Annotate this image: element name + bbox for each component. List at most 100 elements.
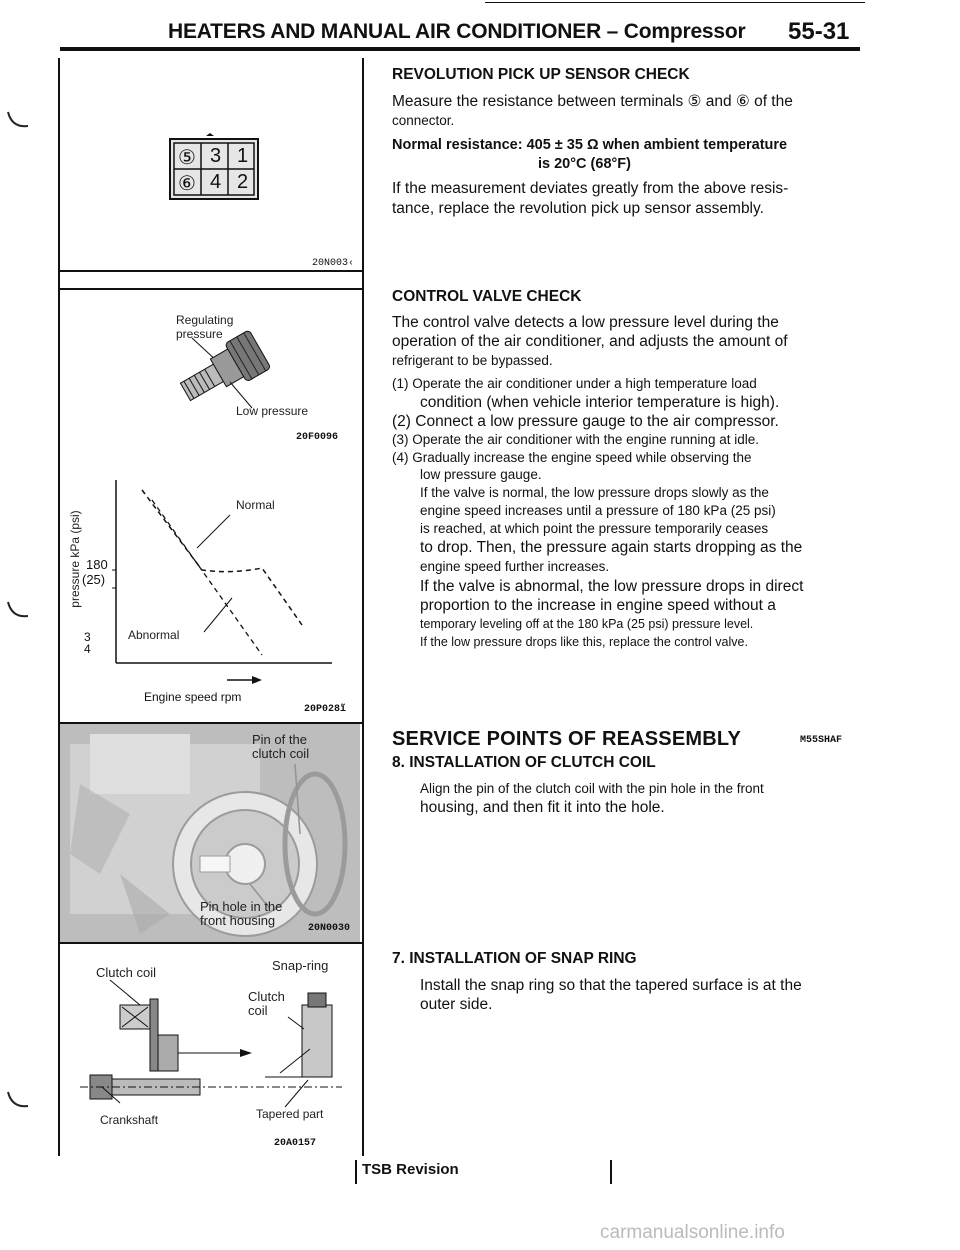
connector-figure: ⑤ 3 1 ⑥ 4 2 bbox=[168, 132, 260, 202]
leader-line bbox=[284, 1079, 309, 1108]
step-8-line-2: housing, and then fit it into the hole. bbox=[420, 799, 665, 816]
connector-pin-6: ⑥ bbox=[178, 173, 196, 195]
figure-code: 20P028ĩ bbox=[304, 704, 347, 715]
label-regulating-pressure: Regulating pressure bbox=[176, 313, 234, 341]
control-valve-abnormal-4: If the low pressure drops like this, rep… bbox=[420, 635, 748, 649]
connector-pin-3: 3 bbox=[210, 145, 222, 167]
figure-code: 20F0096 bbox=[296, 432, 339, 443]
figure-divider bbox=[58, 288, 362, 290]
figure-code: 20A0157 bbox=[274, 1138, 317, 1149]
control-valve-p2: operation of the air conditioner, and ad… bbox=[392, 333, 788, 350]
snap-ring-detail bbox=[307, 992, 327, 1008]
graph-label-abnormal: Abnormal bbox=[128, 628, 180, 642]
heading-control-valve-check: CONTROL VALVE CHECK bbox=[392, 288, 582, 305]
leader-line bbox=[279, 1048, 311, 1074]
clutch-coil-photo bbox=[60, 724, 360, 942]
pressure-vs-speed-graph bbox=[112, 480, 332, 684]
leader-line bbox=[287, 1016, 305, 1030]
figure-divider bbox=[58, 722, 362, 724]
rev-sensor-body-1: If the measurement deviates greatly from… bbox=[392, 180, 789, 197]
rev-sensor-spec-1: Normal resistance: 405 ± 35 Ω when ambie… bbox=[392, 137, 788, 153]
step-7-title: 7. INSTALLATION OF SNAP RING bbox=[392, 950, 637, 967]
graph-leader-normal bbox=[196, 514, 231, 549]
step-7-line-2: outer side. bbox=[420, 996, 493, 1013]
control-valve-normal-2: engine speed increases until a pressure … bbox=[420, 503, 776, 518]
arrow-right-icon bbox=[240, 1049, 252, 1057]
heading-service-points-reassembly: SERVICE POINTS OF REASSEMBLY bbox=[392, 728, 742, 750]
connector-pin-1: 1 bbox=[237, 145, 249, 167]
step-7-line-1: Install the snap ring so that the tapere… bbox=[420, 977, 802, 994]
control-valve-icon bbox=[179, 330, 270, 409]
graph-x-axis-label: Engine speed rpm bbox=[144, 690, 242, 704]
page-number: 55-31 bbox=[788, 18, 850, 45]
clutch-coil-cross bbox=[121, 1006, 149, 1028]
header-rule bbox=[60, 47, 860, 51]
clutch-coil-detail-block bbox=[301, 1004, 333, 1078]
figure-code: 20N0030 bbox=[308, 923, 351, 934]
rev-sensor-spec-2: is 20°C (68°F) bbox=[538, 156, 631, 172]
control-valve-abnormal-2: proportion to the increase in engine spe… bbox=[420, 597, 776, 614]
label-low-pressure: Low pressure bbox=[236, 404, 309, 418]
graph-ytick-180: 180 bbox=[86, 557, 108, 572]
rev-sensor-body-2: tance, replace the revolution pick up se… bbox=[392, 200, 764, 217]
watermark: carmanualsonline.info bbox=[600, 1222, 785, 1243]
control-valve-p3: refrigerant to be bypassed. bbox=[392, 353, 553, 368]
connector-pin-4: 4 bbox=[210, 171, 222, 193]
graph-y-axis-label: pressure kPa (psi) bbox=[68, 510, 82, 608]
label-crankshaft: Crankshaft bbox=[100, 1113, 159, 1127]
control-valve-figure bbox=[160, 310, 280, 415]
figure-code: 20N003‹ bbox=[312, 258, 355, 269]
reassembly-code: M55SHAF bbox=[800, 735, 843, 746]
figure-divider bbox=[58, 942, 362, 944]
control-valve-step-4b: low pressure gauge. bbox=[420, 467, 542, 482]
label-clutch-coil: Clutch coil bbox=[96, 965, 156, 980]
control-valve-normal-5: engine speed further increases. bbox=[420, 559, 610, 574]
figure-divider bbox=[58, 270, 362, 272]
graph-line-normal bbox=[141, 489, 303, 626]
connector-pin-5: ⑤ bbox=[178, 147, 196, 169]
connector-icon bbox=[169, 133, 259, 200]
leader-line bbox=[101, 1086, 121, 1104]
control-valve-abnormal-1: If the valve is abnormal, the low pressu… bbox=[420, 578, 804, 595]
rev-sensor-line-1: Measure the resistance between terminals… bbox=[392, 93, 793, 110]
graph-ytick-low-2: 4 bbox=[84, 642, 91, 656]
header-top-rule bbox=[485, 2, 865, 3]
binder-mark-icon bbox=[7, 1091, 29, 1108]
graph-y-axis-label-box: pressure kPa (psi) bbox=[62, 480, 82, 640]
control-valve-step-2: (2) Connect a low pressure gauge to the … bbox=[392, 413, 779, 430]
label-pin-of-clutch-coil: Pin of the clutch coil bbox=[252, 732, 310, 761]
binder-mark-icon bbox=[7, 111, 29, 128]
footer-bar bbox=[355, 1160, 357, 1184]
graph-label-normal: Normal bbox=[236, 498, 275, 512]
footer-tsb-revision: TSB Revision bbox=[362, 1161, 459, 1178]
label-tapered-part: Tapered part bbox=[256, 1107, 324, 1121]
housing-section bbox=[157, 1034, 179, 1072]
footer-bar bbox=[610, 1160, 612, 1184]
step-8-title: 8. INSTALLATION OF CLUTCH COIL bbox=[392, 754, 656, 771]
label-clutch-coil-detail: Clutch coil bbox=[248, 989, 285, 1018]
binder-mark-icon bbox=[7, 601, 29, 618]
step-8-line-1: Align the pin of the clutch coil with th… bbox=[420, 781, 764, 796]
snap-ring-diagram bbox=[80, 979, 342, 1108]
figure-column bbox=[58, 58, 364, 1156]
rev-sensor-line-2: connector. bbox=[392, 113, 455, 128]
control-valve-step-3: (3) Operate the air conditioner with the… bbox=[392, 432, 759, 447]
graph-ytick-low: 3 bbox=[84, 630, 91, 644]
control-valve-normal-1: If the valve is normal, the low pressure… bbox=[420, 485, 769, 500]
graph-line-abnormal bbox=[151, 499, 263, 656]
arrow-right-icon bbox=[252, 676, 262, 684]
control-valve-normal-4: to drop. Then, the pressure again starts… bbox=[420, 539, 803, 556]
page-title: HEATERS AND MANUAL AIR CONDITIONER – Com… bbox=[168, 20, 746, 43]
leader-line bbox=[109, 979, 141, 1006]
graph-leader-abnormal bbox=[203, 597, 233, 633]
control-valve-step-1a: (1) Operate the air conditioner under a … bbox=[392, 376, 757, 391]
graph-ytick-25psi: (25) bbox=[82, 572, 106, 587]
snap-ring-section bbox=[149, 998, 159, 1072]
control-valve-abnormal-3: temporary leveling off at the 180 kPa (2… bbox=[420, 617, 754, 631]
control-valve-step-4a: (4) Gradually increase the engine speed … bbox=[392, 450, 752, 465]
control-valve-normal-3: is reached, at which point the pressure … bbox=[420, 521, 769, 536]
heading-rev-sensor-check: REVOLUTION PICK UP SENSOR CHECK bbox=[392, 66, 690, 83]
control-valve-p1: The control valve detects a low pressure… bbox=[392, 314, 779, 331]
connector-pin-2: 2 bbox=[237, 171, 249, 193]
label-snap-ring: Snap-ring bbox=[272, 958, 329, 973]
